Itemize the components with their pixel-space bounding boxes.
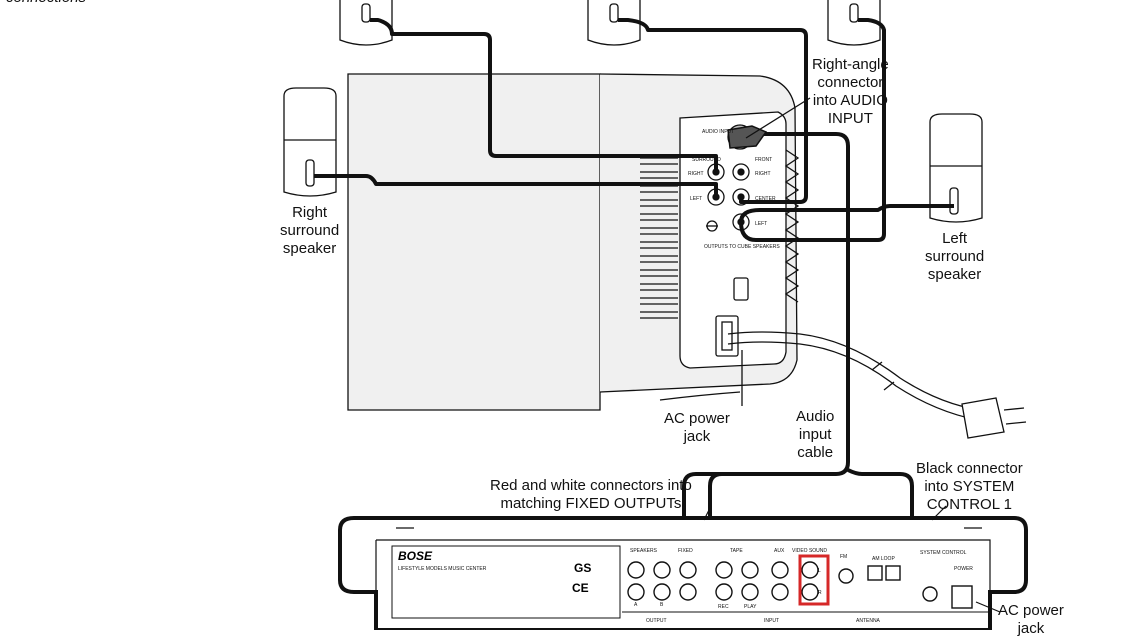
console-b: B: [660, 602, 664, 608]
panel-left-1: LEFT: [690, 196, 702, 202]
panel-audio-input: AUDIO INPUT: [702, 129, 734, 135]
console-play: PLAY: [744, 604, 757, 610]
console-label-plate: [391, 545, 621, 619]
panel-front: FRONT: [755, 157, 772, 163]
fixed-output-highlight: [798, 554, 830, 606]
console-speakers: SPEAKERS: [630, 548, 658, 554]
audio-input-cable-line: [708, 132, 850, 568]
console-input: INPUT: [764, 618, 779, 624]
panel-left-2: LEFT: [755, 221, 767, 227]
module-switch: [733, 277, 749, 301]
bose-logo: BOSE: [398, 549, 433, 563]
console-aux: AUX: [774, 548, 785, 554]
top-speaker-left: [339, 0, 393, 46]
console-power: POWER: [954, 566, 973, 572]
module-rear-panel: [679, 111, 787, 369]
power-cord: [727, 331, 981, 411]
console-a: A: [634, 602, 638, 608]
console-tape: TAPE: [730, 548, 743, 554]
panel-surround: SURROUND: [692, 157, 721, 163]
audio-input-cable-branch: [682, 472, 836, 592]
left-surround-speaker: [929, 113, 983, 223]
panel-right-2: RIGHT: [755, 171, 771, 177]
audio-input-cable-line-2: [847, 468, 914, 566]
wire-left-surround: [739, 204, 954, 223]
console-am-loop: AM LOOP: [872, 556, 895, 562]
panel-outputs: OUTPUTS TO CUBE SPEAKERS: [704, 244, 780, 250]
console-fixed: FIXED: [678, 548, 693, 554]
module-vents-right: [784, 149, 800, 303]
top-speaker-right: [827, 0, 881, 46]
right-surround-speaker: [283, 87, 337, 197]
acoustimass-module: [347, 73, 601, 411]
console-jacks: [627, 561, 973, 609]
panel-right-1: RIGHT: [688, 171, 704, 177]
wire-top-center: [618, 18, 808, 204]
console-antenna: ANTENNA: [856, 618, 881, 624]
console-r: R: [818, 590, 822, 596]
wire-top-left: [370, 18, 718, 172]
console-rec: REC: [718, 604, 729, 610]
top-speaker-center: [587, 0, 641, 46]
wire-top-right: [739, 18, 886, 242]
console-system-control: SYSTEM CONTROL: [920, 550, 967, 556]
top-caption: connections: [6, 0, 86, 6]
ce-mark: CE: [572, 581, 589, 595]
console-l: L: [818, 568, 821, 574]
gs-mark: GS: [574, 561, 591, 575]
panel-center: CENTER: [755, 196, 776, 202]
wire-right-surround: [314, 174, 718, 197]
power-plug: [961, 397, 1005, 439]
console-output: OUTPUT: [646, 618, 667, 624]
console-fm: FM: [840, 554, 847, 560]
console-model: LIFESTYLE MODELS MUSIC CENTER: [398, 566, 487, 572]
console-video-sound: VIDEO SOUND: [792, 548, 827, 554]
